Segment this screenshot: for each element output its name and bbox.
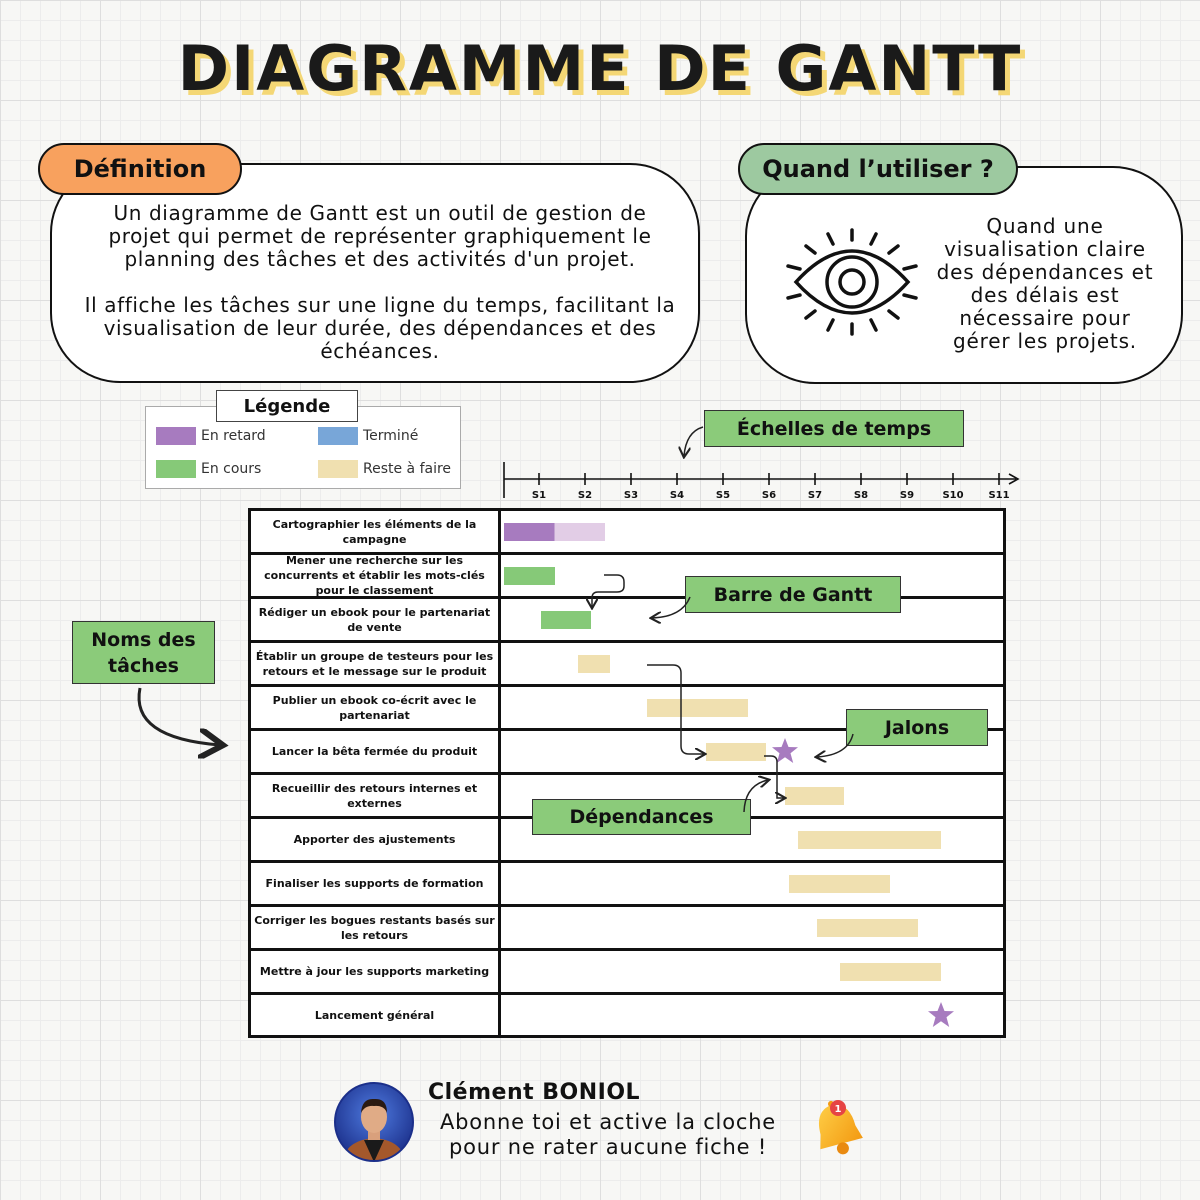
task-name: Mettre à jour les supports marketing [251, 951, 501, 992]
gantt-row: Lancement général [251, 995, 1003, 1036]
gantt-row: Lancer la bêta fermée du produit [251, 731, 1003, 775]
legend-swatch [318, 460, 358, 478]
axis-week-label: S8 [854, 490, 868, 501]
gantt-bar[interactable] [816, 919, 918, 937]
subscribe-cta: Abonne toi et active la cloche pour ne r… [439, 1110, 777, 1159]
legend-item-in-progress: En cours [156, 460, 261, 478]
gantt-bar[interactable] [646, 699, 748, 717]
gantt-bar[interactable] [784, 787, 845, 805]
when-tab: Quand l’utiliser ? [738, 143, 1018, 195]
legend-label: En retard [201, 428, 266, 444]
when-card [745, 166, 1183, 384]
gantt-row: Cartographier les éléments de la campagn… [251, 511, 1003, 555]
axis-week-label: S4 [670, 490, 684, 501]
bell-icon[interactable]: 1 [806, 1094, 870, 1164]
task-name: Lancer la bêta fermée du produit [251, 731, 501, 772]
task-name: Établir un groupe de testeurs pour les r… [251, 643, 501, 684]
when-text: Quand une visualisation claire des dépen… [936, 214, 1154, 353]
axis-week-label: S10 [942, 490, 963, 501]
callout-task-names: Noms des tâches [72, 621, 215, 684]
arrow-time-scale [684, 426, 704, 456]
avatar [334, 1082, 414, 1162]
gantt-row: Apporter des ajustements [251, 819, 1003, 863]
page-title: DIAGRAMME DE GANTT [177, 32, 1023, 105]
legend-item-todo: Reste à faire [318, 460, 451, 478]
gantt-row: Rédiger un ebook pour le partenariat de … [251, 599, 1003, 643]
axis-week-label: S9 [900, 490, 914, 501]
gantt-row: Mettre à jour les supports marketing [251, 951, 1003, 995]
axis-week-label: S6 [762, 490, 776, 501]
axis-week-label: S1 [532, 490, 546, 501]
definition-text: Un diagramme de Gantt est un outil de ge… [80, 202, 680, 386]
gantt-bar[interactable] [798, 831, 941, 849]
axis-week-label: S7 [808, 490, 822, 501]
task-name: Apporter des ajustements [251, 819, 501, 860]
gantt-row: Finaliser les supports de formation [251, 863, 1003, 907]
axis-week-label: S3 [624, 490, 638, 501]
task-name: Rédiger un ebook pour le partenariat de … [251, 599, 501, 640]
task-name: Publier un ebook co-écrit avec le parten… [251, 687, 501, 728]
callout-milestones: Jalons [846, 709, 988, 746]
legend-label: Reste à faire [363, 461, 452, 477]
legend-title: Légende [216, 390, 358, 422]
callout-gantt-bar: Barre de Gantt [685, 576, 901, 613]
definition-paragraph-2: Il affiche les tâches sur une ligne du t… [84, 293, 676, 363]
callout-time-scale: Échelles de temps [704, 410, 964, 447]
gantt-bar[interactable] [577, 655, 610, 673]
task-name: Corriger les bogues restants basés sur l… [251, 907, 501, 948]
gantt-row: Corriger les bogues restants basés sur l… [251, 907, 1003, 951]
gantt-bar[interactable] [504, 567, 555, 585]
author-name: Clément BONIOL [428, 1080, 641, 1105]
task-name: Lancement général [251, 995, 501, 1036]
definition-paragraph-1: Un diagramme de Gantt est un outil de ge… [108, 201, 652, 271]
legend-label: Terminé [363, 428, 419, 444]
gantt-bar[interactable] [540, 611, 592, 629]
callout-dependencies: Dépendances [532, 799, 751, 835]
legend-swatch [318, 427, 358, 445]
task-name: Mener une recherche sur les concurrents … [251, 554, 501, 597]
gantt-row: Mener une recherche sur les concurrents … [251, 554, 1003, 599]
gantt-bar[interactable] [789, 875, 891, 893]
task-name: Finaliser les supports de formation [251, 863, 501, 904]
axis-week-label: S2 [578, 490, 592, 501]
legend-item-done: Terminé [318, 427, 418, 445]
bell-notification-badge: 1 [835, 1104, 842, 1115]
gantt-bar[interactable] [839, 963, 941, 981]
gantt-bar[interactable] [504, 523, 606, 541]
legend-item-late: En retard [156, 427, 266, 445]
legend-label: En cours [201, 461, 262, 477]
definition-tab: Définition [38, 143, 242, 195]
milestone-star-icon[interactable] [771, 737, 799, 765]
axis-week-label: S5 [716, 490, 730, 501]
definition-card [50, 163, 700, 383]
gantt-bar[interactable] [706, 743, 767, 761]
axis-week-label: S11 [988, 490, 1009, 501]
legend-swatch [156, 427, 196, 445]
task-name: Cartographier les éléments de la campagn… [251, 511, 501, 552]
legend-swatch [156, 460, 196, 478]
eye-icon [782, 222, 922, 340]
milestone-star-icon[interactable] [927, 1001, 955, 1029]
gantt-row: Établir un groupe de testeurs pour les r… [251, 643, 1003, 687]
arrow-task-names [137, 687, 220, 745]
task-name: Recueillir des retours internes et exter… [251, 775, 501, 816]
